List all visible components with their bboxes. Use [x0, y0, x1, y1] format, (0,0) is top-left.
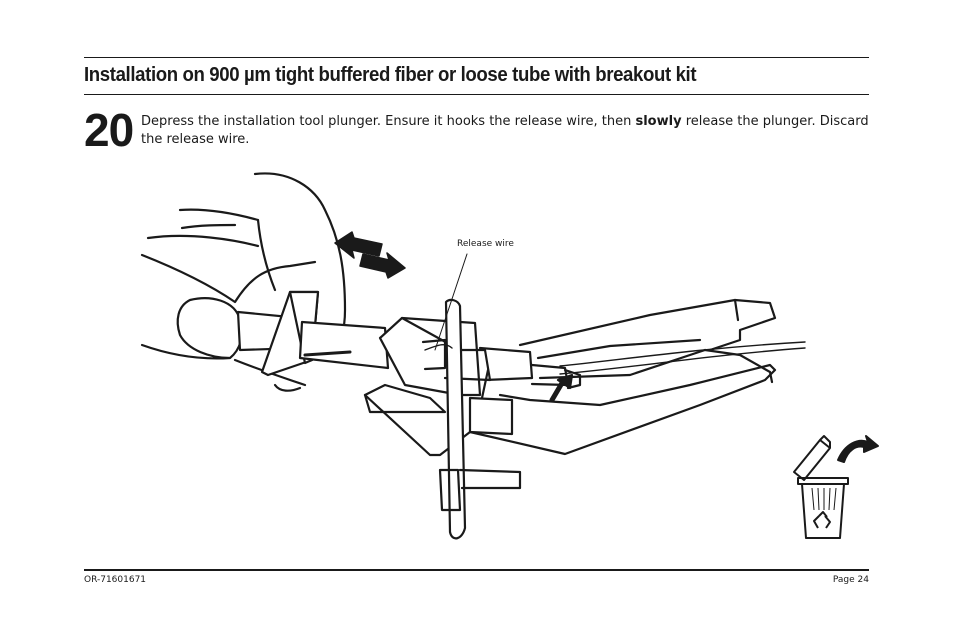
document-number: OR-71601671	[84, 575, 147, 585]
release-wire-leader	[434, 253, 468, 351]
push-pull-arrows-icon	[334, 231, 406, 279]
trash-can-icon	[793, 435, 879, 539]
installation-tool-icon	[363, 298, 806, 540]
header-top-rule	[84, 57, 869, 58]
curved-arrow-icon	[837, 435, 879, 463]
plunger-icon	[236, 290, 390, 377]
recycle-icon	[813, 511, 831, 529]
release-wire-label: Release wire	[457, 239, 514, 249]
installation-illustration: Release wire	[140, 172, 806, 540]
page-number: Page 24	[832, 575, 869, 585]
step-text-part2: release the plunger. Discard the release…	[141, 114, 869, 147]
footer-rule	[84, 569, 869, 571]
step-number: 20	[84, 104, 134, 156]
step-instructions: Depress the installation tool plunger. E…	[141, 113, 871, 149]
step-text-part1: Depress the installation tool plunger. E…	[141, 114, 636, 129]
step-text-emphasis: slowly	[635, 114, 682, 129]
header-bottom-rule	[84, 94, 869, 95]
page-title: Installation on 900 µm tight buffered fi…	[84, 64, 697, 86]
